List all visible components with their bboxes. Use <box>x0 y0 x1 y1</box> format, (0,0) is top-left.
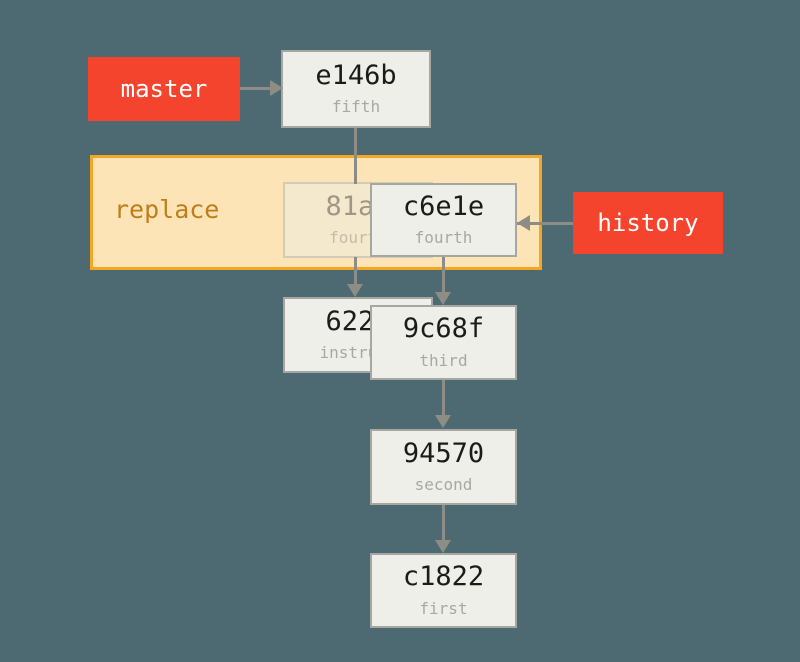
edge-81a7-to-622e <box>354 257 357 285</box>
ref-label-master[interactable]: master <box>88 57 240 121</box>
arrow-history-to-c6e1e <box>517 215 530 231</box>
commit-message-94570: second <box>414 475 473 495</box>
commit-message-c6e1e: fourth <box>414 228 473 248</box>
ref-label-history-text: history <box>597 209 699 237</box>
commit-sha-e146b: e146b <box>315 59 397 91</box>
replace-group-label: replace <box>114 195 220 224</box>
commit-sha-c1822: c1822 <box>402 561 485 593</box>
commit-node-c6e1e[interactable]: c6e1e fourth <box>370 183 517 257</box>
edge-c6e1e-to-9c68f <box>442 257 445 293</box>
edge-9c68f-to-94570 <box>442 380 445 416</box>
ref-label-master-text: master <box>120 75 208 103</box>
commit-node-94570[interactable]: 94570 second <box>370 429 517 505</box>
arrow-81a7-to-622e <box>347 284 363 297</box>
commit-message-e146b: fifth <box>331 97 381 117</box>
arrow-master-to-e146b <box>270 80 283 96</box>
edge-history-to-c6e1e <box>517 222 575 225</box>
commit-node-9c68f[interactable]: 9c68f third <box>370 305 517 380</box>
ref-label-history[interactable]: history <box>573 192 723 254</box>
commit-node-c1822[interactable]: c1822 first <box>370 553 517 628</box>
commit-node-e146b[interactable]: e146b fifth <box>281 50 431 128</box>
commit-sha-94570: 94570 <box>402 437 485 469</box>
arrow-94570-to-c1822 <box>435 540 451 553</box>
commit-sha-9c68f: 9c68f <box>402 313 485 345</box>
arrow-9c68f-to-94570 <box>435 415 451 428</box>
edge-94570-to-c1822 <box>442 505 445 541</box>
edge-e146b-to-81a7 <box>354 128 357 184</box>
commit-sha-c6e1e: c6e1e <box>402 190 485 222</box>
edge-master-to-e146b <box>240 87 272 90</box>
commit-message-9c68f: third <box>419 350 468 370</box>
arrow-c6e1e-to-9c68f <box>435 292 451 305</box>
commit-message-c1822: first <box>419 598 468 618</box>
